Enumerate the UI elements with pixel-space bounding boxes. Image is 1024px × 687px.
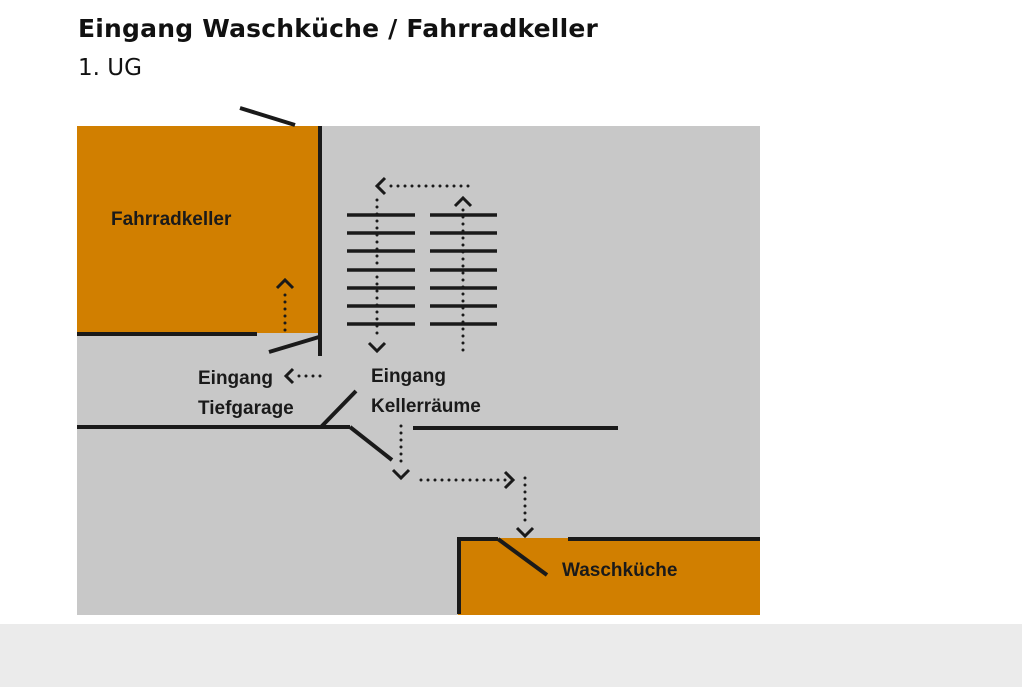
label-laundry: Waschküche — [562, 560, 677, 581]
arrow-head-laundry — [515, 526, 535, 539]
arrow-head-garage — [283, 367, 295, 385]
room-bike-cellar — [77, 126, 319, 333]
label-cellar-entrance-1: Eingang — [371, 366, 446, 387]
arrow-head-up-stairs — [453, 195, 473, 208]
arrow-head-bike-cellar — [275, 277, 295, 290]
arrow-head-corridor-right — [503, 470, 516, 490]
wall-laundry-left — [457, 537, 498, 614]
label-bike-cellar: Fahrradkeller — [111, 209, 232, 230]
door-bike-cellar — [268, 335, 320, 354]
arrow-head-down-stairs — [367, 341, 387, 354]
room-laundry — [458, 538, 760, 615]
label-garage-entrance-2: Tiefgarage — [198, 398, 294, 419]
floor-level: 1. UG — [78, 55, 142, 81]
arrow-head-left-top — [374, 176, 387, 196]
wall-corridor-diagonal — [348, 425, 394, 462]
footer-band — [0, 624, 1022, 687]
door-laundry — [496, 537, 549, 577]
door-cellar-entrance — [319, 389, 358, 429]
label-garage-entrance-1: Eingang — [198, 368, 273, 389]
arrow-head-corridor-down — [391, 468, 411, 481]
door-bike-cellar-top — [239, 106, 296, 127]
page-title: Eingang Waschküche / Fahrradkeller — [78, 14, 599, 43]
label-cellar-entrance-2: Kellerräume — [371, 396, 481, 417]
